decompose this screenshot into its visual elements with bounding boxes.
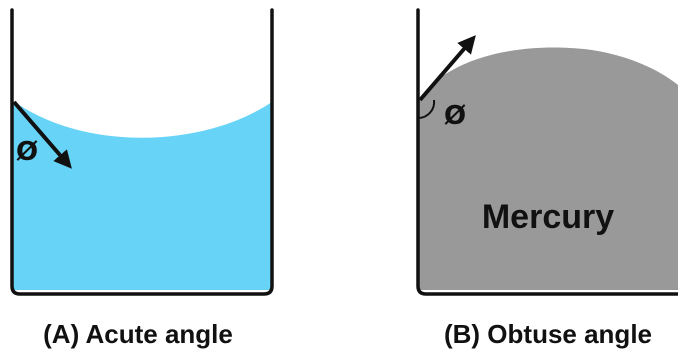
mercury-label: Mercury [482,198,614,236]
water-liquid [12,100,272,290]
caption-b: (B) Obtuse angle [444,319,652,349]
caption-a: (A) Acute angle [43,319,233,349]
angle-symbol-b: Ø [444,101,466,131]
panel-acute: Ø (A) Acute angle [12,10,272,349]
panel-obtuse: Ø Mercury (B) Obtuse angle [418,10,678,349]
angle-symbol-a: Ø [16,137,38,167]
mercury-liquid [418,48,678,290]
